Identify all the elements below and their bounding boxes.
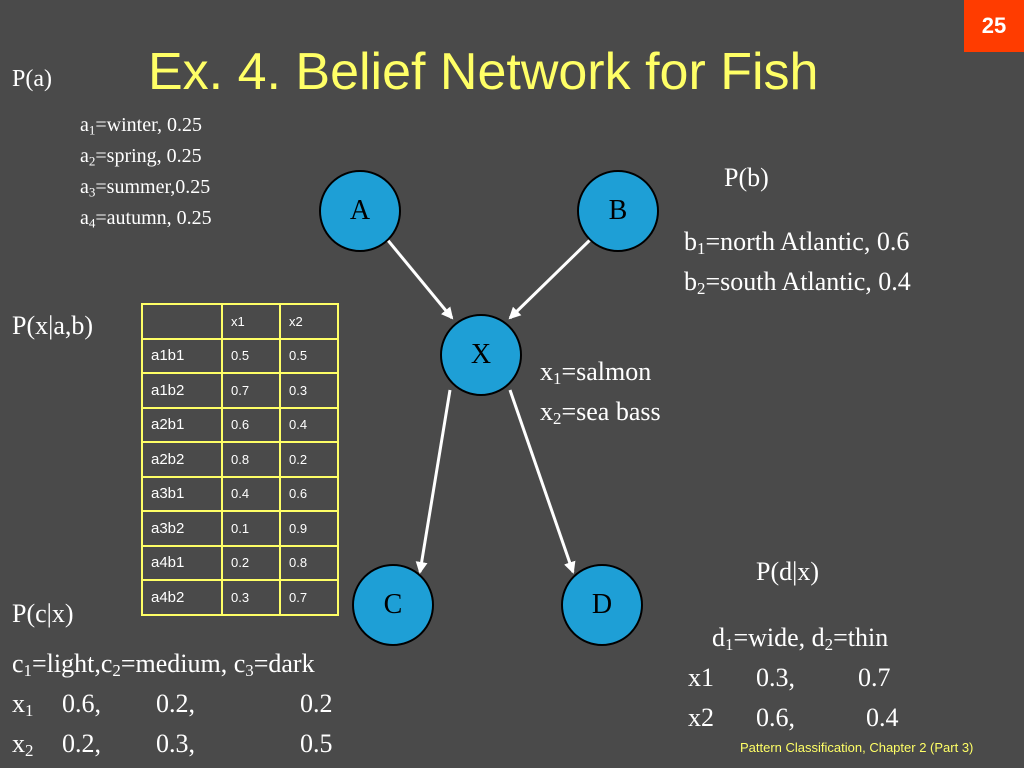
table-cell: 0.2 bbox=[221, 544, 281, 581]
row-label: a3b1 bbox=[141, 475, 223, 512]
row-label: a2b1 bbox=[141, 406, 223, 443]
pcx-definition: c1=light,c2=medium, c3=dark bbox=[12, 649, 315, 681]
pdx-heading: P(d|x) bbox=[756, 557, 819, 586]
table-cell: 0.6 bbox=[279, 475, 339, 512]
pa-line-1: a1=winter, 0.25 bbox=[80, 114, 202, 138]
table-cell: 0.8 bbox=[279, 544, 339, 581]
node-d: D bbox=[561, 564, 643, 646]
edge-a-x bbox=[384, 237, 454, 320]
x-line-1: x1=salmon bbox=[540, 357, 652, 389]
row-label: a4b1 bbox=[141, 544, 223, 581]
table-cell: 0.7 bbox=[279, 579, 339, 616]
table-cell: 0.4 bbox=[279, 406, 339, 443]
table-cell: 0.3 bbox=[221, 579, 281, 616]
table-cell: 0.8 bbox=[221, 441, 281, 478]
node-x: X bbox=[440, 314, 522, 396]
table-cell: 0.4 bbox=[221, 475, 281, 512]
edge-x-c bbox=[415, 389, 452, 574]
pa-line-2: a2=spring, 0.25 bbox=[80, 145, 202, 169]
table-cell: 0.1 bbox=[221, 510, 281, 547]
pb-list: b1=north Atlantic, 0.6 b2=south Atlantic… bbox=[684, 222, 911, 302]
edge-x-d bbox=[508, 389, 576, 574]
row-label: a2b2 bbox=[141, 441, 223, 478]
pb-heading: P(b) bbox=[724, 163, 769, 192]
row-label: a1b2 bbox=[141, 372, 223, 409]
slide-title: Ex. 4. Belief Network for Fish bbox=[148, 43, 819, 101]
pa-list: a1=winter, 0.25 a2=spring, 0.25 a3=summe… bbox=[80, 110, 212, 234]
column-header: x2 bbox=[279, 303, 339, 340]
table-cell: 0.9 bbox=[279, 510, 339, 547]
slide-number: 25 bbox=[981, 13, 1007, 38]
table-cell: 0.7 bbox=[221, 372, 281, 409]
footer: Pattern Classification, Chapter 2 (Part … bbox=[740, 740, 974, 755]
pdx-definition: d1=wide, d2=thin bbox=[712, 623, 889, 655]
pa-line-3: a3=summer,0.25 bbox=[80, 176, 211, 200]
edge-b-x bbox=[508, 236, 594, 320]
node-b: B bbox=[577, 170, 659, 252]
table-cell: 0.2 bbox=[279, 441, 339, 478]
pxab-heading: P(x|a,b) bbox=[12, 311, 94, 340]
table-cell: 0.5 bbox=[279, 337, 339, 374]
column-header: x1 bbox=[221, 303, 281, 340]
node-a: A bbox=[319, 170, 401, 252]
pcx-heading: P(c|x) bbox=[12, 599, 74, 628]
node-c: C bbox=[352, 564, 434, 646]
row-label: a1b1 bbox=[141, 337, 223, 374]
pb-line-1: b1=north Atlantic, 0.6 bbox=[684, 227, 910, 259]
table-header-row: x1 x2 bbox=[141, 303, 339, 340]
pb-line-2: b2=south Atlantic, 0.4 bbox=[684, 267, 911, 299]
table-cell: 0.5 bbox=[221, 337, 281, 374]
row-label: a3b2 bbox=[141, 510, 223, 547]
pa-line-4: a4=autumn, 0.25 bbox=[80, 207, 212, 231]
pa-heading: P(a) bbox=[12, 66, 52, 92]
x-line-2: x2=sea bass bbox=[540, 397, 661, 429]
table-cell: 0.3 bbox=[279, 372, 339, 409]
x-definitions: x1=salmon x2=sea bass bbox=[540, 352, 661, 432]
row-label: a4b2 bbox=[141, 579, 223, 616]
slide-number-badge: 25 bbox=[964, 0, 1024, 52]
table-cell: 0.6 bbox=[221, 406, 281, 443]
table-corner bbox=[141, 303, 223, 340]
